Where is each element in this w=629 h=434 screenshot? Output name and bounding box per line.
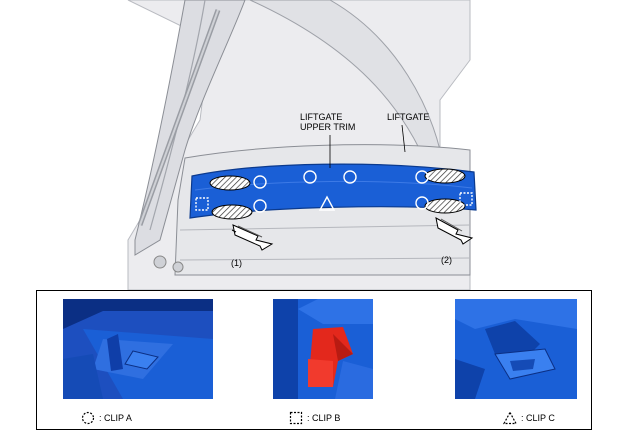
step-1-label: (1) [231, 258, 242, 268]
clip-a-marker [253, 175, 267, 189]
clip-b-marker [459, 192, 473, 206]
clip-a-circle-icon [81, 411, 95, 425]
clip-legend-panel: : CLIP A : CLIP B : CLIP C [36, 290, 592, 430]
clip-b-square-icon [289, 411, 303, 425]
clip-a-marker [415, 170, 429, 184]
removal-arrow-icon [435, 217, 474, 245]
legend-clip-b: : CLIP B [289, 411, 340, 425]
legend-clip-c-label: : CLIP C [521, 413, 555, 423]
clip-b-illustration [273, 299, 373, 399]
clip-a-marker [253, 199, 267, 213]
clip-c-marker [318, 195, 336, 211]
legend-clip-c: : CLIP C [503, 411, 555, 425]
label-liftgate: LIFTGATE [387, 112, 430, 122]
removal-arrow-icon [231, 224, 274, 251]
legend-clip-a: : CLIP A [81, 411, 132, 425]
clip-b-marker [195, 197, 209, 211]
clip-a-marker [415, 196, 429, 210]
clip-c-triangle-icon [503, 411, 517, 425]
legend-clip-a-label: : CLIP A [99, 413, 132, 423]
liftgate-illustration [127, 0, 477, 290]
legend-clip-b-label: : CLIP B [307, 413, 341, 423]
clip-a-marker [303, 170, 317, 184]
clip-a-illustration [63, 299, 213, 399]
label-upper-trim: LIFTGATE UPPER TRIM [300, 112, 356, 132]
clip-c-illustration [455, 299, 577, 399]
clip-a-marker [343, 170, 357, 184]
step-2-label: (2) [441, 255, 452, 265]
